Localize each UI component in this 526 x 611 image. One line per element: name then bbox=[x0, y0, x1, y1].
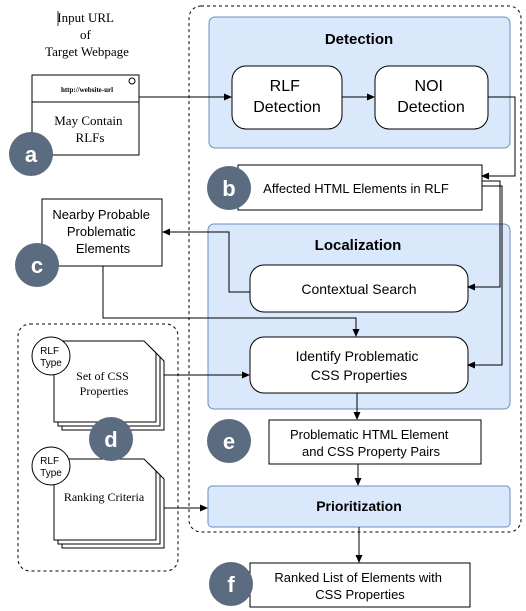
url-text: http://website-url bbox=[61, 86, 113, 94]
ranked-list-box bbox=[249, 562, 471, 608]
svg-text:RLF Type: RLF Type bbox=[40, 346, 62, 369]
input-title: Input URL of Target Webpage bbox=[45, 10, 129, 59]
noi-detection-box bbox=[374, 65, 489, 130]
element-css-pairs-box bbox=[268, 419, 482, 465]
rlf-detection-label: RLF Detection bbox=[253, 78, 321, 116]
svg-text:c: c bbox=[31, 253, 43, 278]
may-contain-text: May Contain RLFs bbox=[54, 113, 126, 145]
identify-css-label: Identify Problematic CSS Properties bbox=[296, 348, 423, 383]
element-css-pairs-label: Problematic HTML Element and CSS Propert… bbox=[290, 427, 452, 459]
affected-elements-box bbox=[237, 164, 483, 211]
svg-text:f: f bbox=[227, 572, 235, 597]
identify-css-box bbox=[249, 336, 469, 394]
contextual-search-label: Contextual Search bbox=[301, 281, 416, 297]
detection-title: Detection bbox=[325, 31, 393, 48]
svg-text:a: a bbox=[25, 142, 38, 167]
badge-b: b bbox=[207, 166, 251, 210]
documents-dashed-group bbox=[17, 323, 179, 572]
arrow-noi-to-affected bbox=[481, 96, 516, 180]
arrow-affected-to-identify bbox=[467, 185, 503, 369]
svg-text:RLF Type: RLF Type bbox=[40, 456, 62, 479]
connectors bbox=[102, 93, 516, 563]
css-properties-label: Set of CSS Properties bbox=[76, 369, 132, 398]
noi-detection-label: NOI Detection bbox=[397, 78, 465, 116]
rlf-type-badge-1: RLF Type bbox=[31, 336, 71, 376]
rlf-detection-box bbox=[231, 65, 343, 130]
badge-c: c bbox=[15, 243, 59, 287]
ranking-criteria-label: Ranking Criteria bbox=[64, 490, 145, 504]
window-button-icon bbox=[128, 77, 136, 85]
badge-a: a bbox=[9, 132, 53, 176]
svg-text:b: b bbox=[222, 176, 235, 201]
svg-text:e: e bbox=[223, 429, 235, 454]
prioritization-title: Prioritization bbox=[316, 498, 402, 514]
rlf-type-badge-2: RLF Type bbox=[31, 446, 71, 486]
browser-window: http://website-url May Contain RLFs bbox=[31, 74, 140, 156]
ranking-criteria-doc-stack: Ranking Criteria bbox=[53, 458, 165, 549]
svg-text:d: d bbox=[104, 427, 117, 452]
nearby-elements-label: Nearby Probable Problematic Elements bbox=[52, 207, 153, 256]
nearby-elements-box bbox=[41, 198, 163, 267]
css-properties-doc-stack: Set of CSS Properties bbox=[53, 340, 165, 431]
outer-dashed-boundary bbox=[188, 5, 522, 533]
localization-title: Localization bbox=[315, 237, 402, 254]
affected-elements-label: Affected HTML Elements in RLF bbox=[263, 181, 449, 196]
badge-e: e bbox=[207, 419, 251, 463]
arrow-contextual-to-nearby bbox=[162, 228, 250, 293]
ranked-list-label: Ranked List of Elements with CSS Propert… bbox=[274, 570, 445, 602]
arrow-affected-to-contextual bbox=[467, 180, 501, 291]
arrow-nearby-to-identify bbox=[102, 266, 360, 337]
badge-d: d bbox=[89, 417, 133, 461]
badge-f: f bbox=[209, 562, 253, 606]
